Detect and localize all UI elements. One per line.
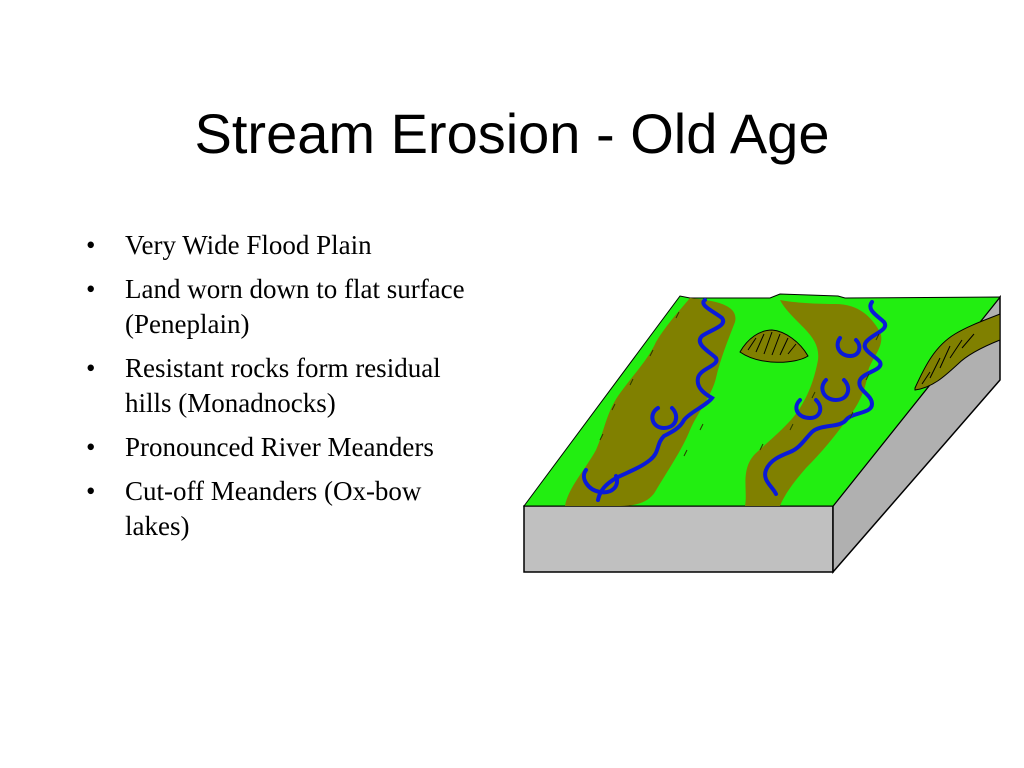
monadnock-ridge-hatching — [921, 333, 975, 385]
bullet-text: Pronounced River Meanders — [125, 432, 434, 462]
bullet-item: • Resistant rocks form residual hills (M… — [82, 351, 472, 421]
flood-plain-left — [565, 298, 736, 506]
grass-tufts — [599, 311, 880, 457]
bullet-text: Land worn down to flat surface (Peneplai… — [125, 274, 465, 339]
oxbow-lake — [820, 378, 851, 403]
bullet-item: • Pronounced River Meanders — [82, 430, 472, 465]
bullet-dot-icon: • — [86, 353, 96, 383]
oxbow-lake — [835, 336, 862, 359]
old-age-stream-block-diagram — [523, 293, 1002, 575]
bullet-dot-icon: • — [86, 476, 96, 506]
bullet-dot-icon: • — [86, 432, 96, 462]
bullet-item: • Very Wide Flood Plain — [82, 228, 472, 263]
oxbow-lake — [650, 406, 679, 431]
bullet-text: Very Wide Flood Plain — [125, 230, 372, 260]
oxbow-lake — [581, 468, 619, 495]
meandering-river-left — [596, 298, 726, 502]
meandering-river-middle — [763, 300, 888, 496]
bullet-item: • Cut-off Meanders (Ox-bow lakes) — [82, 474, 472, 544]
bullet-list: • Very Wide Flood Plain • Land worn down… — [82, 228, 472, 553]
bullet-dot-icon: • — [86, 274, 96, 304]
bullet-item: • Land worn down to flat surface (Penepl… — [82, 272, 472, 342]
bullet-text: Resistant rocks form residual hills (Mon… — [125, 353, 441, 418]
monadnock-ridge-right — [914, 313, 1001, 391]
monadnock-hill — [739, 329, 809, 363]
flood-plain-middle — [745, 300, 882, 506]
oxbow-lake — [794, 398, 823, 421]
bullet-dot-icon: • — [86, 230, 96, 260]
block-front-face — [523, 505, 834, 573]
bullet-text: Cut-off Meanders (Ox-bow lakes) — [125, 476, 422, 541]
slide-title: Stream Erosion - Old Age — [194, 102, 830, 165]
monadnock-hill-hatching — [747, 331, 797, 356]
